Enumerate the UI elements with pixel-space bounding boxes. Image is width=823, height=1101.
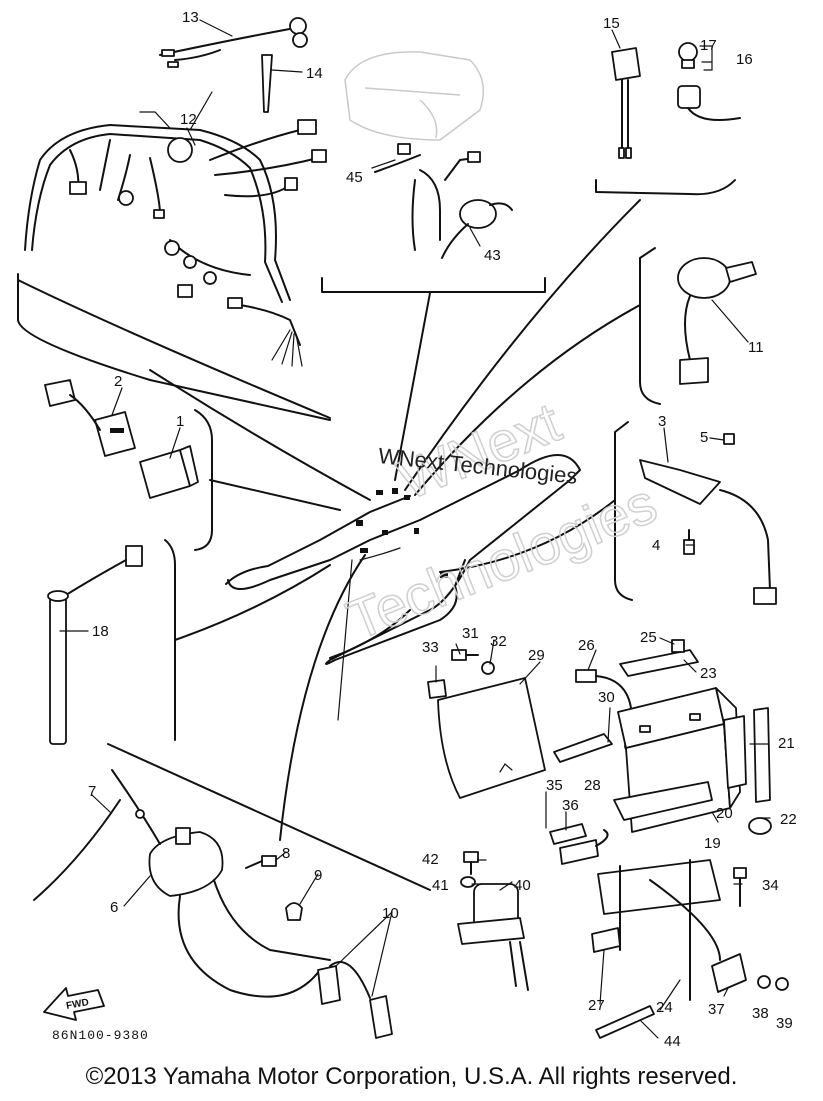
part-1-cdi-unit — [139, 445, 199, 499]
callout-6: 6 — [110, 899, 118, 916]
callout-42: 42 — [422, 851, 439, 868]
part-18-sensor — [47, 545, 143, 745]
part-34-bolt — [733, 867, 747, 907]
fwd-arrow: FWD — [43, 987, 105, 1021]
callout-9: 9 — [314, 867, 322, 884]
callout-24: 24 — [656, 999, 673, 1016]
part-44-cable-tie — [595, 1005, 655, 1039]
callout-11: 11 — [748, 339, 764, 356]
leader-lines — [149, 199, 641, 841]
callout-14: 14 — [306, 65, 323, 82]
callout-31: 31 — [462, 625, 479, 642]
catalog-code: 86N100-9380 — [52, 1028, 149, 1043]
callout-38: 38 — [752, 1005, 769, 1022]
group-frames — [17, 179, 736, 891]
part-13-sub-lead — [159, 17, 308, 68]
part-23-band — [619, 649, 699, 677]
callout-43: 43 — [484, 247, 501, 264]
part-7-lead — [33, 769, 161, 901]
part-27-bracket — [591, 927, 621, 953]
callout-numbers: 13 14 12 45 43 15 17 16 11 2 1 3 5 4 18 … — [88, 9, 797, 1050]
part-25-nut — [671, 639, 685, 653]
part-4-bolt — [683, 529, 695, 555]
callout-26: 26 — [578, 637, 595, 654]
part-6-ignition-coil — [148, 827, 331, 998]
callout-18: 18 — [92, 623, 109, 640]
part-5-nut — [723, 433, 735, 445]
callout-12: 12 — [180, 111, 197, 128]
callout-39: 39 — [776, 1015, 793, 1032]
callout-1: 1 — [176, 413, 184, 430]
callout-8: 8 — [282, 845, 290, 862]
callout-16: 16 — [736, 51, 753, 68]
callout-40: 40 — [514, 877, 531, 894]
callout-leaders — [59, 19, 771, 1039]
callout-44: 44 — [664, 1033, 681, 1050]
callout-17: 17 — [700, 37, 717, 54]
handlebar-switch-group — [344, 51, 513, 259]
frame-connectors — [356, 488, 448, 578]
fwd-label: FWD — [65, 997, 89, 1012]
part-35-36-fuse — [549, 823, 609, 865]
part-22-grommet — [748, 817, 772, 835]
callout-27: 27 — [588, 997, 605, 1014]
copyright-notice: ©2013 Yamaha Motor Corporation, U.S.A. A… — [85, 1063, 738, 1090]
part-41-42-fasteners — [460, 851, 479, 888]
callout-41: 41 — [432, 877, 449, 894]
callout-21: 21 — [778, 735, 795, 752]
callout-30: 30 — [598, 689, 615, 706]
part-11-main-switch — [677, 257, 757, 385]
part-21-pad — [723, 707, 771, 803]
vehicle-frame — [225, 454, 581, 665]
callout-37: 37 — [708, 1001, 725, 1018]
callout-28: 28 — [584, 777, 601, 794]
part-10-plug-caps — [317, 961, 393, 1039]
callout-33: 33 — [422, 639, 439, 656]
callout-3: 3 — [658, 413, 666, 430]
callout-32: 32 — [490, 633, 507, 650]
callout-2: 2 — [114, 373, 122, 390]
watermark: WNext Technologies WNext Technologies — [338, 389, 666, 652]
part-9-clamp — [285, 902, 303, 921]
part-14-cable-tie — [261, 54, 303, 113]
callout-4: 4 — [652, 537, 660, 554]
part-2-connector — [44, 379, 136, 457]
part-15-relay — [611, 47, 641, 159]
callout-36: 36 — [562, 797, 579, 814]
callout-34: 34 — [762, 877, 779, 894]
callout-29: 29 — [528, 647, 545, 664]
callout-35: 35 — [546, 777, 563, 794]
part-20-19-battery-tray — [613, 781, 713, 821]
part-3-bracket — [639, 459, 777, 605]
callout-10: 10 — [382, 905, 399, 922]
part-16-17-socket-bulb — [677, 42, 741, 121]
part-24-holder — [597, 859, 721, 1001]
callout-25: 25 — [640, 629, 657, 646]
callout-23: 23 — [700, 665, 717, 682]
callout-20: 20 — [716, 805, 733, 822]
part-30-lead-plate — [553, 733, 613, 763]
callout-22: 22 — [780, 811, 797, 828]
callout-7: 7 — [88, 783, 96, 800]
part-40-starter-relay — [457, 883, 529, 991]
parts-31-32-33-fasteners — [427, 649, 495, 699]
callout-15: 15 — [603, 15, 620, 32]
callout-13: 13 — [182, 9, 199, 26]
part-8-bolt — [245, 855, 277, 869]
callout-45: 45 — [346, 169, 363, 186]
callout-5: 5 — [700, 429, 708, 446]
part-29-battery-cover — [437, 677, 546, 799]
callout-19: 19 — [704, 835, 721, 852]
part-37-38-39-clamp — [711, 953, 789, 993]
part-12-wire-harness — [24, 91, 327, 367]
